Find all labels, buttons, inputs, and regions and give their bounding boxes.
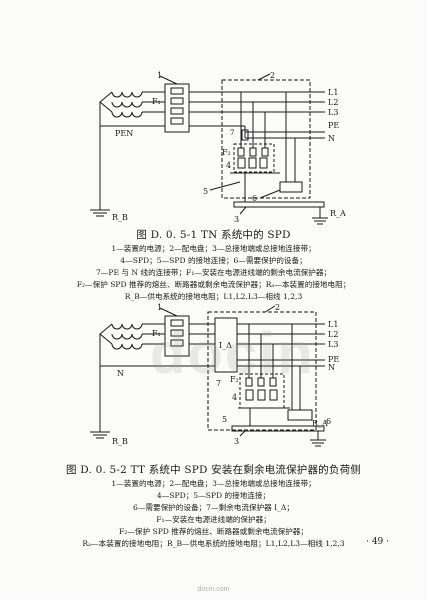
fig2-label-l3: L3 [328, 340, 338, 349]
figure-2-legend-line: Rₐ—本装置的接地电阻；R_B—供电系统的接地电阻；L1,L2,L3—相线 1,… [82, 539, 345, 548]
figure-1-legend-line: R_B—供电系统的接地电阻；L1,L2,L3—相线 1,2,3 [124, 292, 303, 301]
figure-2-legend-line: F₂—保护 SPD 推荐的熔丝、断路器或剩余电流保护器； [118, 527, 308, 536]
figure-2-legend-line: 4—SPD；5—SPD 的接地连接； [156, 491, 271, 500]
fig2-label-l1: L1 [328, 320, 338, 329]
fig2-label-1: 1 [157, 303, 162, 312]
transformer-coils-2 [111, 323, 143, 350]
figure-2-legend-line: F₁—安装在电源进线端的保护器； [156, 515, 271, 524]
fig2-label-f2: F₂ [230, 375, 239, 384]
figure-1-diagram: 1 2 F₁ PEN L1 L2 L3 PE N 7 F₂ 4 5 6 3 R_… [0, 70, 427, 230]
fig2-label-f1: F₁ [152, 329, 161, 338]
fig2-label-3: 3 [234, 437, 239, 446]
fig1-label-5: 5 [203, 187, 208, 196]
figure-1-title: 图 D. 0. 5-1 TN 系统中的 SPD [136, 229, 291, 241]
watermark: docin [150, 321, 315, 386]
fig1-label-ra: R_A [330, 209, 346, 218]
spd-4 [237, 157, 246, 169]
fig1-label-l3: L3 [328, 108, 338, 117]
fig1-label-pe: PE [328, 121, 339, 130]
fig1-label-rb: R_B [112, 213, 128, 222]
page-number: · 49 · [366, 537, 389, 547]
fig1-label-1: 1 [157, 71, 162, 80]
earthing-bar-3 [233, 201, 325, 208]
protected-device-6 [279, 181, 303, 193]
fig2-label-idelta: I_Δ [219, 341, 232, 350]
fig2-label-pe: PE [328, 355, 339, 364]
fig2-label-2: 2 [275, 303, 280, 312]
fig1-label-l1: L1 [328, 88, 338, 97]
rcd-7 [214, 317, 238, 373]
fig1-label-pen: PEN [115, 129, 133, 138]
figure-1-legend: 1—装置的电源；2—配电盘；3—总接地端或总接地连接带； 4—SPD；5—SPD… [0, 243, 427, 303]
figure-1-legend-line: 4—SPD；5—SPD 的接地连接；6—需要保护的设备； [120, 256, 307, 265]
fig1-label-2: 2 [270, 71, 275, 80]
fig1-label-4: 4 [226, 161, 231, 170]
transformer-coils-1 [111, 91, 143, 118]
fig1-label-7: 7 [230, 129, 234, 137]
figure-1-legend-line: 7—PE 与 N 线的连接带；F₁—安装在电源进线端的剩余电流保护器； [95, 268, 332, 277]
pe-n-link-7 [241, 129, 249, 141]
figure-1-legend-line: F₂—保护 SPD 推荐的熔丝、断路器或剩余电流保护器；Rₐ—本装置的接地电阻； [76, 280, 351, 289]
fig2-label-5: 5 [222, 415, 227, 424]
fig2-label-4: 4 [232, 393, 237, 402]
fig1-label-f1: F₁ [152, 97, 161, 106]
fig2-label-n-right: N [328, 363, 335, 372]
fig2-label-rb: R_B [112, 437, 128, 446]
footer-text: docin.com [197, 586, 230, 593]
figure-2-legend-line: 6—需要保护的设备；7—剩余电流保护器 I_Δ； [132, 503, 295, 512]
fig2-label-7: 7 [216, 379, 221, 388]
distribution-board-2 [207, 311, 317, 431]
figure-2-legend-line: 1—装置的电源；2—配电盘；3—总接地端或总接地连接带； [111, 479, 316, 488]
fig1-label-l2: L2 [328, 98, 338, 107]
figure-2-title: 图 D. 0. 5-2 TT 系统中 SPD 安装在剩余电流保护器的负荷侧 [66, 464, 361, 476]
figure-1-legend-line: 1—装置的电源；2—配电盘；3—总接地端或总接地连接带； [111, 244, 316, 253]
fig1-label-n: N [328, 134, 335, 143]
fig2-label-ra: R_A [312, 419, 328, 428]
figure-2-diagram: 1 2 F₁ I_Δ N L1 L2 L3 PE N 7 F₂ 4 5 6 3 … [0, 302, 427, 460]
distribution-board-2 [221, 79, 311, 199]
fig1-label-6: 6 [252, 194, 257, 203]
fig2-label-n: N [117, 369, 124, 378]
spd-4 [245, 389, 254, 401]
earthing-bar-3 [231, 425, 325, 432]
fig1-label-3: 3 [234, 215, 239, 224]
figure-2-legend: 1—装置的电源；2—配电盘；3—总接地端或总接地连接带； 4—SPD；5—SPD… [0, 478, 427, 550]
fig1-label-f2: F₂ [222, 148, 231, 157]
fig2-label-l2: L2 [328, 330, 338, 339]
fig2-label-6: 6 [326, 417, 331, 426]
